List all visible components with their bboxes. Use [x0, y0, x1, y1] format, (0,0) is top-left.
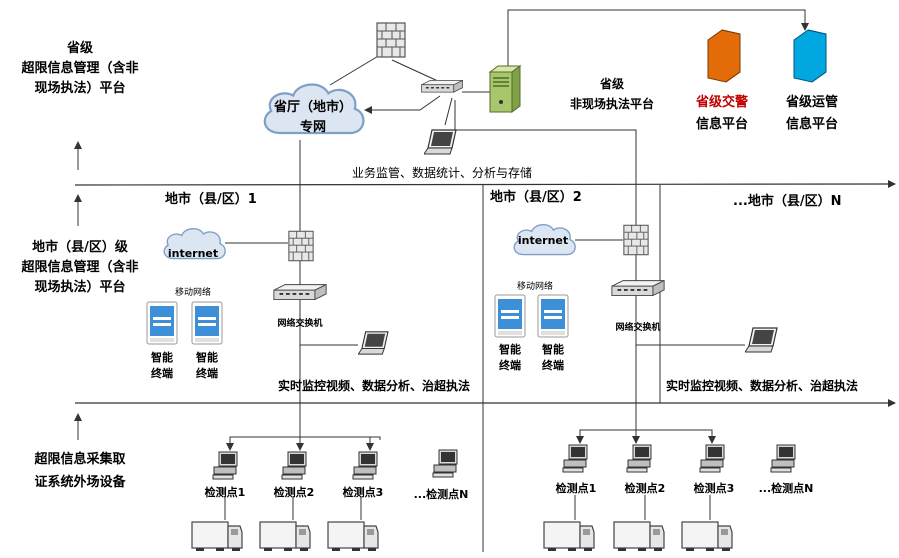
region1-switch-icon	[272, 283, 328, 301]
province-server-icon	[489, 65, 521, 113]
switch-to-laptop-line	[444, 97, 453, 126]
field-level-label-line2: 证系统外场设备	[34, 474, 126, 490]
region1-title: 地市（县/区）1	[165, 191, 257, 207]
region2-phone-icon-2	[537, 294, 569, 338]
region1-station-pc-icon-n	[432, 449, 458, 478]
province-level-label-line2: 超限信息管理（含非	[21, 60, 138, 76]
switch-to-region2-line	[454, 100, 637, 440]
region2-switch-label: 网络交换机	[615, 321, 660, 333]
region1-station3-label: 检测点3	[343, 485, 384, 499]
region1-internet-label: internet	[168, 247, 218, 260]
region1-terminal1-label-line2: 终端	[151, 366, 173, 380]
region2-truck-icon-3	[681, 521, 733, 552]
region1-stationn-label: ...检测点N	[414, 487, 469, 501]
region2-station1-label: 检测点1	[556, 481, 597, 495]
region2-station-pc-icon-1	[562, 444, 588, 473]
region2-terminal2-label-line2: 终端	[542, 358, 564, 372]
r2-station-bus	[579, 429, 713, 440]
region1-terminal2-label-line1: 智能	[196, 350, 218, 364]
traffic-police-platform-label-line2: 信息平台	[696, 116, 748, 132]
region2-switch-icon	[610, 279, 666, 297]
region1-truck-icon-3	[327, 521, 379, 552]
transport-platform-icon	[793, 29, 827, 83]
business-line-label: 业务监管、数据统计、分析与存储	[352, 165, 532, 180]
region1-station-pc-icon-1	[212, 451, 238, 480]
cloud-to-firewall-line	[329, 54, 381, 86]
region1-firewall-icon	[288, 230, 314, 262]
region2-mobile-label: 移动网络	[517, 280, 553, 292]
region1-phone-icon-1	[146, 301, 178, 345]
top-link-line	[507, 9, 809, 70]
region1-terminal2-label-line2: 终端	[196, 366, 218, 380]
province-level-label-line1: 省级	[66, 40, 94, 56]
switch-to-cloud-line	[364, 95, 441, 114]
region2-station-pc-icon-3	[699, 444, 725, 473]
region1-station2-label: 检测点2	[274, 485, 315, 499]
region2-station3-label: 检测点3	[694, 481, 735, 495]
region1-switch-label: 网络交换机	[277, 317, 322, 329]
region2-station-pc-icon-n	[770, 444, 796, 473]
field-level-label-line1: 超限信息采集取	[34, 451, 126, 467]
region1-truck-icon-1	[191, 521, 243, 552]
city-level-label-line2: 超限信息管理（含非	[21, 259, 138, 275]
city-level-label-line3: 现场执法）平台	[34, 279, 125, 295]
region2-terminal1-label-line2: 终端	[499, 358, 521, 372]
province-laptop-icon	[424, 129, 457, 155]
region1-truck-icon-2	[259, 521, 311, 552]
province-firewall-icon	[376, 22, 406, 58]
region2-monitor-label: 实时监控视频、数据分析、治超执法	[666, 378, 858, 393]
region1-laptop-icon	[358, 331, 389, 355]
province-cloud-label-line1: 省厅（地市）	[273, 99, 352, 115]
region2-terminal2-label-line1: 智能	[542, 342, 564, 356]
city-level-label-line1: 地市（县/区）级	[32, 239, 129, 255]
firewall-to-switch-line	[391, 59, 441, 83]
region1-phone-icon-2	[191, 301, 223, 345]
region2-terminal1-label-line1: 智能	[499, 342, 521, 356]
nonsite-platform-label-line1: 省级	[599, 76, 624, 91]
nonsite-platform-label-line2: 非现场执法平台	[570, 96, 654, 111]
region2-phone-icon-1	[494, 294, 526, 338]
region2-truck-icon-1	[543, 521, 595, 552]
region2-laptop-icon	[745, 327, 778, 353]
province-city-divider	[74, 180, 896, 189]
region2-firewall-icon	[623, 224, 649, 256]
region1-station-pc-icon-3	[352, 451, 378, 480]
region1-terminal1-label-line1: 智能	[151, 350, 173, 364]
region2-truck-icon-2	[613, 521, 665, 552]
province-level-label-line3: 现场执法）平台	[34, 80, 125, 96]
transport-platform-label-line2: 信息平台	[786, 116, 838, 132]
province-cloud-label-line2: 专网	[300, 119, 326, 135]
r1-station-bus	[229, 436, 381, 440]
region1-monitor-label: 实时监控视频、数据分析、治超执法	[278, 378, 470, 393]
region1-station1-label: 检测点1	[205, 485, 246, 499]
region2-title: 地市（县/区）2	[490, 189, 582, 205]
region2-stationn-label: ...检测点N	[759, 481, 814, 495]
traffic-police-platform-label-line1: 省级交警	[695, 94, 748, 110]
province-switch-icon	[420, 79, 464, 93]
region2-station2-label: 检测点2	[625, 481, 666, 495]
traffic-police-platform-icon	[707, 29, 741, 83]
regionn-title: ...地市（县/区）N	[733, 193, 841, 209]
region1-mobile-label: 移动网络	[175, 286, 211, 298]
region1-station-pc-icon-2	[281, 451, 307, 480]
region2-internet-label: internet	[518, 234, 568, 247]
transport-platform-label-line1: 省级运管	[785, 94, 838, 110]
region2-station-pc-icon-2	[626, 444, 652, 473]
